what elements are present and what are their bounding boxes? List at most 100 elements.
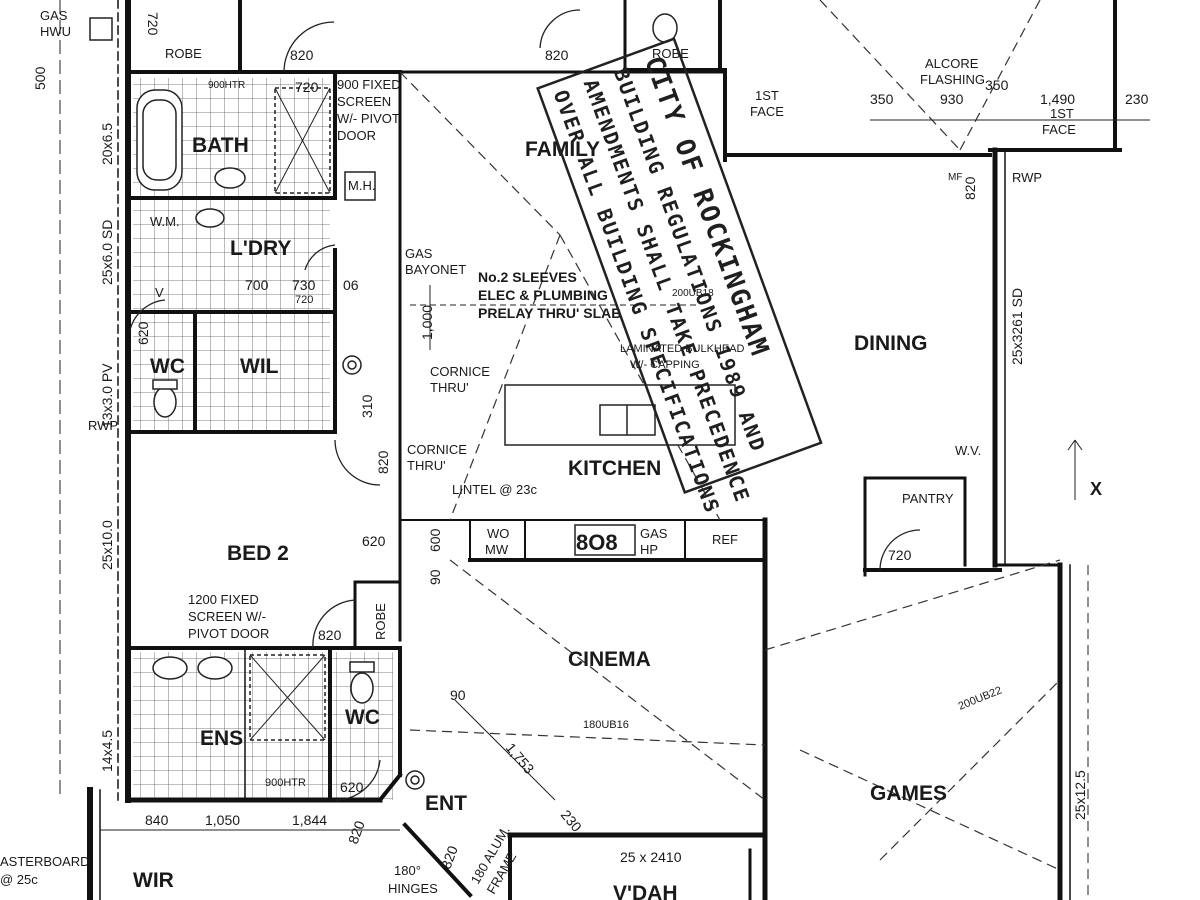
svg-text:L'DRY: L'DRY bbox=[230, 237, 291, 260]
svg-text:V'DAH: V'DAH bbox=[613, 882, 678, 900]
svg-text:ELEC & PLUMBING: ELEC & PLUMBING bbox=[478, 287, 608, 303]
svg-text:200UB22: 200UB22 bbox=[957, 684, 1004, 712]
svg-text:1200 FIXED: 1200 FIXED bbox=[188, 592, 259, 607]
svg-text:No.2 SLEEVES: No.2 SLEEVES bbox=[478, 269, 577, 285]
svg-text:350: 350 bbox=[985, 77, 1009, 93]
svg-text:14x4.5: 14x4.5 bbox=[99, 730, 115, 772]
svg-text:W/- PIVOT: W/- PIVOT bbox=[337, 111, 400, 126]
svg-text:KITCHEN: KITCHEN bbox=[568, 457, 661, 480]
svg-text:500: 500 bbox=[32, 66, 48, 90]
svg-text:820: 820 bbox=[290, 47, 314, 63]
svg-text:THRU': THRU' bbox=[430, 380, 469, 395]
cooktop bbox=[574, 524, 636, 556]
svg-text:LAMINATED BULKHEAD: LAMINATED BULKHEAD bbox=[620, 343, 745, 355]
svg-text:720: 720 bbox=[145, 12, 161, 36]
svg-text:90: 90 bbox=[450, 687, 466, 703]
svg-text:X: X bbox=[1090, 479, 1102, 499]
svg-text:MW: MW bbox=[485, 542, 509, 557]
svg-text:MF: MF bbox=[948, 172, 962, 183]
svg-text:ENS: ENS bbox=[200, 727, 243, 750]
svg-text:CORNICE: CORNICE bbox=[430, 364, 490, 379]
svg-text:900 FIXED: 900 FIXED bbox=[337, 77, 401, 92]
svg-text:25x6.0 SD: 25x6.0 SD bbox=[99, 220, 115, 285]
svg-text:600: 600 bbox=[427, 528, 443, 552]
svg-text:1ST: 1ST bbox=[1050, 106, 1074, 121]
svg-text:1,753: 1,753 bbox=[503, 740, 538, 777]
svg-text:HINGES: HINGES bbox=[388, 881, 438, 896]
svg-text:FAMILY: FAMILY bbox=[525, 138, 600, 161]
ens-basin-1 bbox=[152, 656, 188, 680]
svg-text:820: 820 bbox=[345, 818, 368, 846]
svg-text:25x3261 SD: 25x3261 SD bbox=[1009, 288, 1025, 365]
fixtures bbox=[136, 13, 736, 790]
svg-text:25x12.5: 25x12.5 bbox=[1072, 770, 1088, 820]
svg-text:230: 230 bbox=[1125, 91, 1149, 107]
svg-text:20x6.5: 20x6.5 bbox=[99, 123, 115, 165]
svg-text:WC: WC bbox=[345, 706, 380, 729]
annotations: GAS HWU 900 FIXED SCREEN W/- PIVOT DOOR … bbox=[0, 8, 1102, 897]
svg-text:930: 930 bbox=[940, 91, 964, 107]
svg-text:BAYONET: BAYONET bbox=[405, 262, 466, 277]
svg-text:820: 820 bbox=[545, 47, 569, 63]
svg-text:ALCORE: ALCORE bbox=[925, 56, 979, 71]
svg-text:PIVOT DOOR: PIVOT DOOR bbox=[188, 626, 269, 641]
laundry-trough bbox=[195, 208, 225, 228]
svg-text:310: 310 bbox=[359, 394, 375, 418]
svg-text:25 x 2410: 25 x 2410 bbox=[620, 849, 682, 865]
svg-text:LINTEL @ 23c: LINTEL @ 23c bbox=[452, 482, 537, 497]
svg-text:SCREEN W/-: SCREEN W/- bbox=[188, 609, 266, 624]
svg-text:90: 90 bbox=[427, 569, 443, 585]
svg-text:DOOR: DOOR bbox=[337, 128, 376, 143]
svg-text:FACE: FACE bbox=[750, 104, 784, 119]
wc-pan bbox=[153, 386, 177, 418]
svg-text:620: 620 bbox=[135, 321, 151, 345]
svg-text:900HTR: 900HTR bbox=[265, 777, 306, 789]
roof-lines bbox=[399, 0, 1061, 871]
svg-text:SCREEN: SCREEN bbox=[337, 94, 391, 109]
svg-text:820: 820 bbox=[438, 843, 461, 871]
svg-text:1,000: 1,000 bbox=[419, 305, 435, 340]
svg-text:200UB18: 200UB18 bbox=[672, 288, 714, 299]
svg-text:620: 620 bbox=[340, 779, 364, 795]
svg-text:WO: WO bbox=[487, 526, 509, 541]
svg-text:THRU': THRU' bbox=[407, 458, 446, 473]
svg-text:RWP: RWP bbox=[88, 418, 118, 433]
svg-text:180°: 180° bbox=[394, 863, 421, 878]
svg-text:230: 230 bbox=[558, 807, 585, 835]
svg-text:730: 730 bbox=[292, 277, 316, 293]
svg-text:720: 720 bbox=[888, 547, 912, 563]
svg-text:820: 820 bbox=[318, 627, 342, 643]
ens-basin-2 bbox=[197, 656, 233, 680]
svg-text:1,050: 1,050 bbox=[205, 812, 240, 828]
svg-text:CORNICE: CORNICE bbox=[407, 442, 467, 457]
svg-text:REF: REF bbox=[712, 532, 738, 547]
svg-text:700: 700 bbox=[245, 277, 269, 293]
svg-text:900HTR: 900HTR bbox=[208, 80, 245, 91]
svg-text:HP: HP bbox=[640, 542, 658, 557]
dimension-lines bbox=[59, 0, 1150, 900]
svg-text:180UB16: 180UB16 bbox=[583, 719, 629, 731]
room-labels: ROBE ROBE BATH FAMILY DINING L'DRY WC WI… bbox=[133, 46, 954, 900]
svg-text:720: 720 bbox=[295, 79, 319, 95]
svg-text:ASTERBOARD: ASTERBOARD bbox=[0, 854, 90, 869]
svg-text:BED 2: BED 2 bbox=[227, 542, 289, 565]
svg-text:25x10.0: 25x10.0 bbox=[99, 520, 115, 570]
svg-text:W/- CAPPING: W/- CAPPING bbox=[630, 359, 700, 371]
svg-text:ROBE: ROBE bbox=[373, 603, 388, 640]
svg-text:V: V bbox=[155, 285, 164, 300]
bathtub bbox=[136, 89, 183, 191]
svg-text:ENT: ENT bbox=[425, 792, 467, 815]
svg-text:720: 720 bbox=[295, 294, 313, 306]
svg-text:350: 350 bbox=[870, 91, 894, 107]
cooktop-burners: 8O8 bbox=[576, 530, 618, 555]
svg-text:M.H.: M.H. bbox=[348, 178, 375, 193]
basin-bath bbox=[214, 167, 246, 189]
svg-text:BATH: BATH bbox=[192, 134, 249, 157]
svg-text:@ 25c: @ 25c bbox=[0, 872, 38, 887]
council-stamp: CITY OF ROCKINGHAM BUILDING REGULATIONS … bbox=[536, 37, 823, 517]
svg-text:06: 06 bbox=[343, 277, 359, 293]
svg-text:GAS: GAS bbox=[640, 526, 668, 541]
svg-text:GAS: GAS bbox=[405, 246, 433, 261]
svg-text:ROBE: ROBE bbox=[165, 46, 202, 61]
